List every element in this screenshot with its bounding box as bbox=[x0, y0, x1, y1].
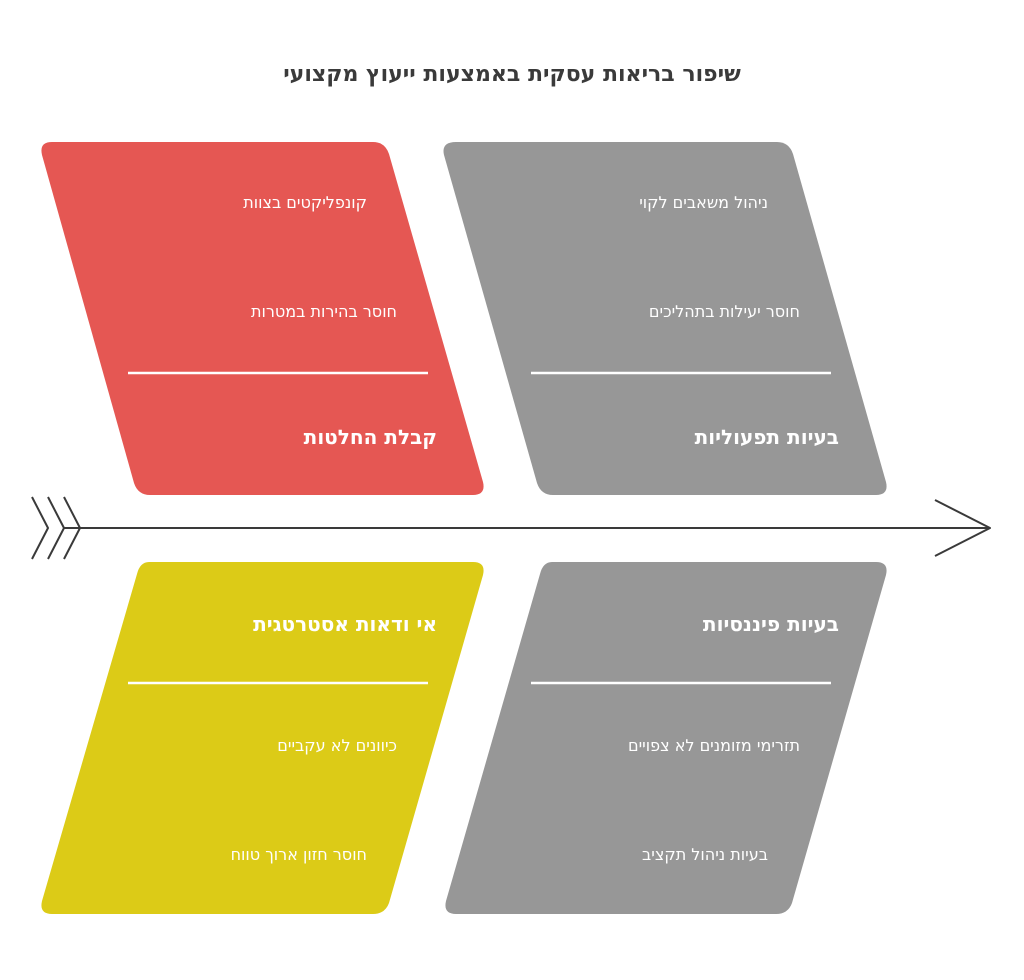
decisions-cause-1: קונפליקטים בצוות bbox=[243, 193, 367, 212]
tail-chevron-3 bbox=[63, 496, 81, 560]
diagram-title: שיפור בריאות עסקית באמצעות ייעוץ מקצועי bbox=[283, 62, 741, 87]
spine-arrow bbox=[31, 496, 991, 560]
tail-chevron-2 bbox=[47, 496, 65, 560]
operations-cause-2: חוסר יעילות בתהליכים bbox=[648, 302, 800, 321]
decisions-cause-2: חוסר בהירות במטרות bbox=[251, 302, 397, 321]
finance-cause-2: בעיות ניהול תקציב bbox=[642, 845, 768, 864]
operations-panel bbox=[443, 142, 887, 495]
decisions-heading: קבלת החלטות bbox=[303, 425, 437, 449]
operations-heading: בעיות תפעוליות bbox=[694, 425, 839, 449]
operations-cause-1: ניהול משאבים לקוי bbox=[639, 193, 768, 212]
tail-chevron-1 bbox=[31, 496, 49, 560]
strategy-heading: אי ודאות אסטרטגית bbox=[253, 612, 437, 636]
finance-heading: בעיות פיננסיות bbox=[702, 612, 839, 636]
finance-panel bbox=[445, 562, 887, 914]
finance-cause-1: תזרימי מזומנים לא צפויים bbox=[627, 736, 800, 755]
decisions-panel bbox=[41, 142, 484, 495]
strategy-panel bbox=[41, 562, 484, 914]
strategy-cause-1: כיוונים לא עקביים bbox=[277, 736, 397, 755]
strategy-cause-2: חוסר חזון ארוך טווח bbox=[230, 845, 367, 864]
